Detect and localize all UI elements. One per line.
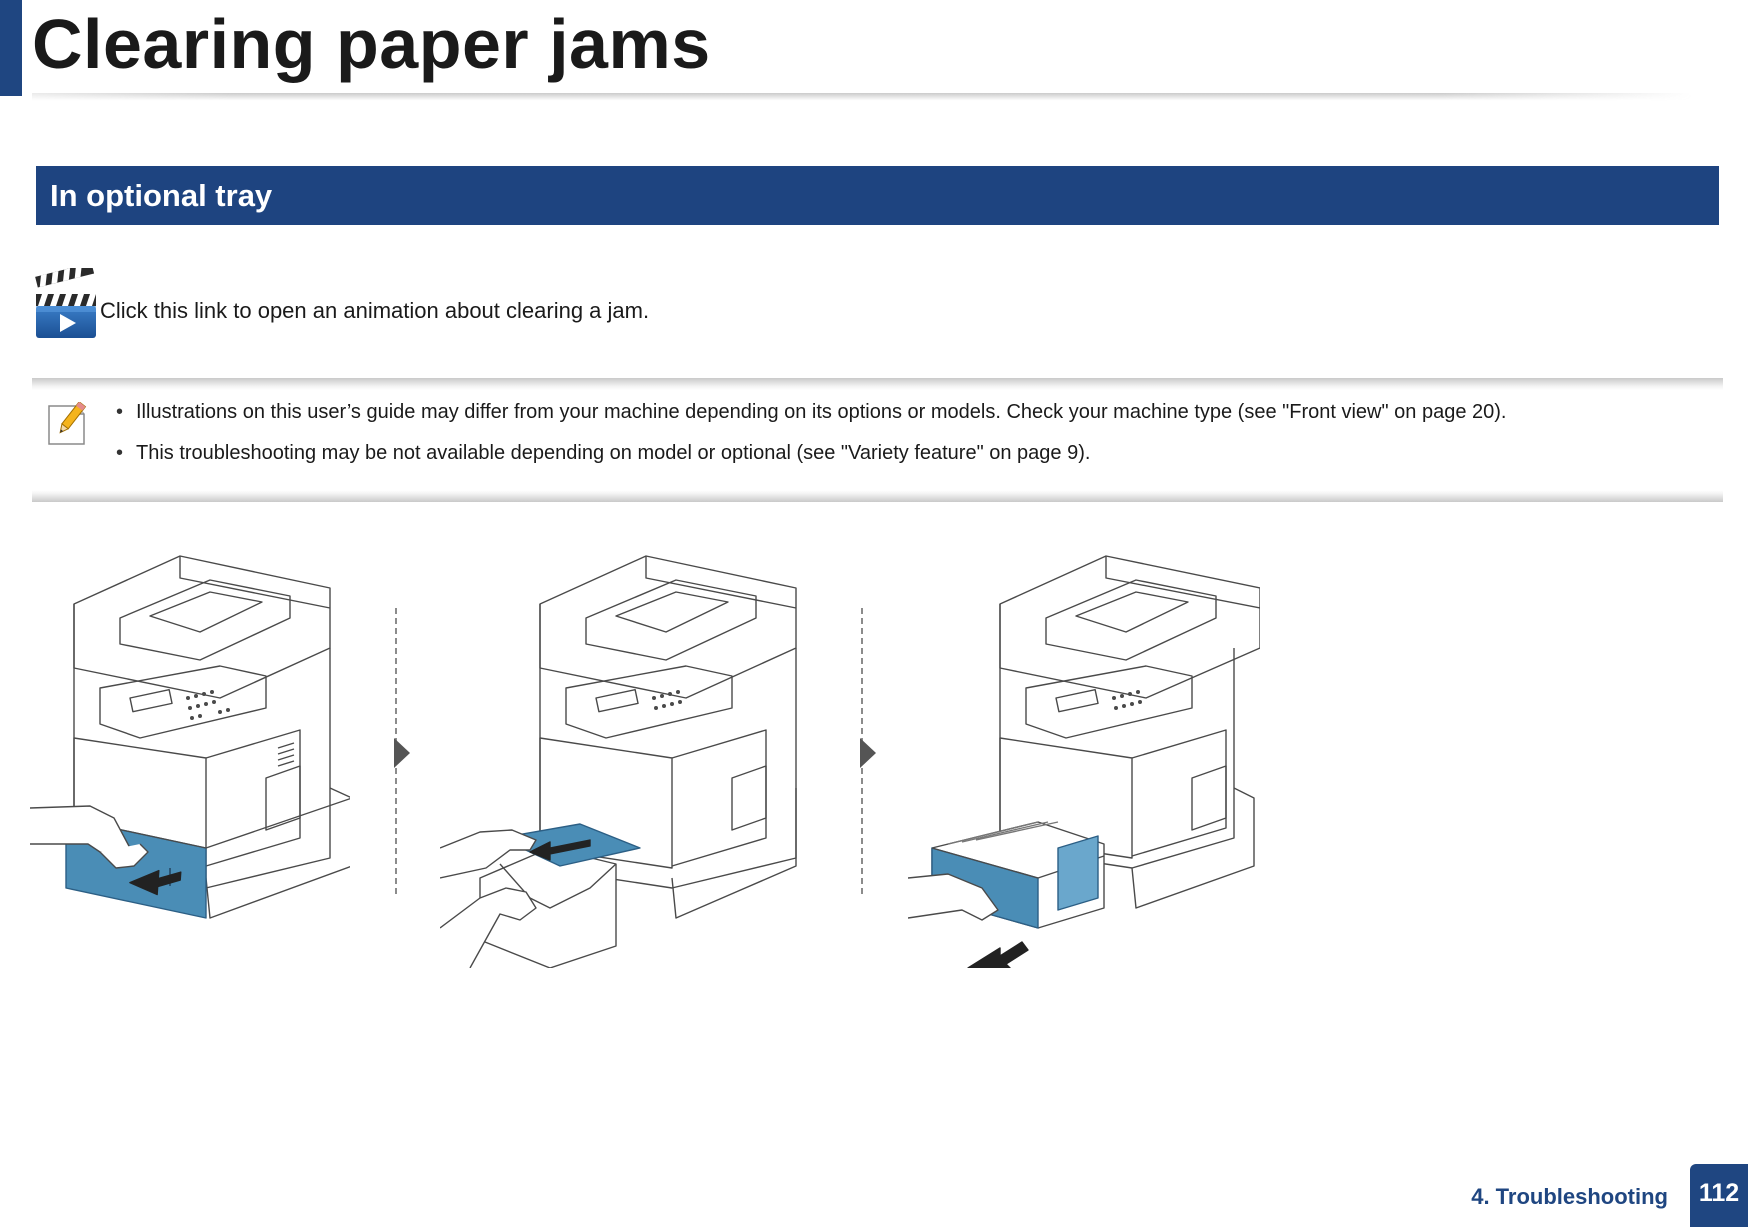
pencil-note-icon [48, 402, 87, 445]
note-list: Illustrations on this user’s guide may d… [116, 398, 1506, 480]
video-clapper-play-icon[interactable] [34, 268, 98, 340]
step-arrow-icon [860, 738, 876, 768]
animation-link-text[interactable]: Click this link to open an animation abo… [100, 298, 650, 323]
page-title: Clearing paper jams [32, 5, 711, 83]
note-item: This troubleshooting may be not availabl… [116, 439, 1506, 467]
printer-remove-paper-illustration [440, 555, 797, 968]
note-top-border [32, 378, 1723, 390]
note-box: Illustrations on this user’s guide may d… [32, 378, 1723, 502]
page-number-badge: 112 [1690, 1164, 1748, 1227]
title-divider [32, 93, 1692, 103]
printer-tray-pull-illustration [30, 555, 350, 919]
animation-link-row[interactable]: Click this link to open an animation abo… [34, 268, 934, 340]
note-item: Illustrations on this user’s guide may d… [116, 398, 1506, 426]
step-arrow-icon [394, 738, 410, 768]
footer-chapter-label: 4. Troubleshooting [1471, 1184, 1668, 1209]
section-header-bar: In optional tray [36, 166, 1719, 225]
page-number: 112 [1698, 1179, 1740, 1207]
printer-tray-insert-illustration [908, 555, 1260, 968]
note-bottom-border [32, 490, 1723, 502]
left-accent-tab [0, 0, 22, 96]
section-title: In optional tray [50, 178, 273, 213]
